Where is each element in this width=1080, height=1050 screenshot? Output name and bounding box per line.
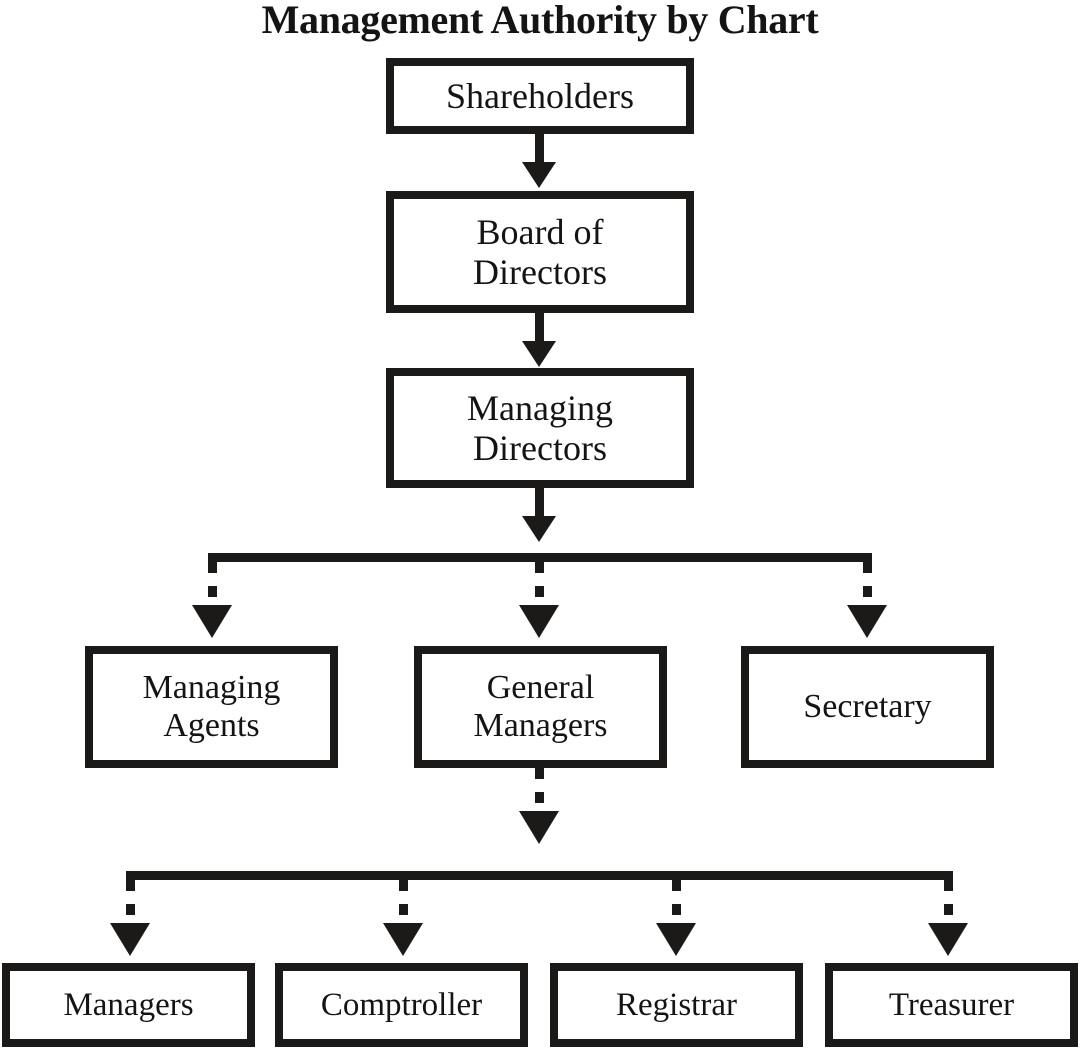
edge-bar-to-managers-dotted bbox=[126, 880, 135, 928]
node-treasurer[interactable]: Treasurer bbox=[825, 963, 1078, 1047]
edge-shareholders-to-board-line bbox=[535, 134, 544, 168]
node-registrar[interactable]: Registrar bbox=[550, 963, 803, 1047]
edge-bar-to-treasurer-dotted bbox=[944, 880, 953, 928]
distribution-bar-upper-left-cap bbox=[208, 553, 217, 567]
node-comptroller-label: Comptroller bbox=[320, 986, 483, 1023]
node-registrar-label: Registrar bbox=[616, 986, 737, 1023]
node-comptroller[interactable]: Comptroller bbox=[275, 963, 528, 1047]
node-managing-directors-label: Managing Directors bbox=[467, 387, 613, 468]
node-secretary-label: Secretary bbox=[803, 687, 932, 725]
node-treasurer-label: Treasurer bbox=[888, 986, 1015, 1023]
node-board-of-directors-label: Board of Directors bbox=[473, 211, 607, 292]
edge-bar-to-secretary-arrowhead bbox=[847, 605, 887, 638]
page-title: Management Authority by Chart bbox=[261, 0, 819, 42]
node-managing-agents[interactable]: Managing Agents bbox=[85, 646, 338, 768]
edge-bar-to-registrar-arrowhead bbox=[656, 923, 696, 956]
node-general-managers-label: General Managers bbox=[473, 668, 608, 744]
distribution-bar-upper-right-cap bbox=[863, 553, 872, 567]
edge-bar-to-treasurer-arrowhead bbox=[928, 923, 968, 956]
node-board-of-directors[interactable]: Board of Directors bbox=[386, 191, 694, 313]
edge-bar-to-managing-agents-arrowhead bbox=[192, 605, 232, 638]
edge-bar-to-general-managers-dotted bbox=[535, 562, 544, 610]
edge-shareholders-to-board-arrowhead bbox=[522, 162, 556, 188]
node-managing-agents-label: Managing Agents bbox=[142, 668, 281, 744]
node-managers-label: Managers bbox=[63, 986, 194, 1023]
edge-bar-to-general-managers-arrowhead bbox=[519, 605, 559, 638]
edge-managing-directors-to-bar-arrowhead bbox=[522, 516, 556, 542]
edge-managing-directors-to-bar-line bbox=[535, 488, 544, 522]
distribution-bar-lower-right-cap bbox=[944, 871, 953, 885]
distribution-bar-upper bbox=[208, 553, 872, 562]
node-shareholders-label: Shareholders bbox=[446, 75, 634, 116]
node-managers[interactable]: Managers bbox=[2, 963, 255, 1047]
edge-bar-to-secretary-dotted bbox=[863, 562, 872, 610]
edge-bar-to-managing-agents-dotted bbox=[208, 562, 217, 610]
edge-board-to-managing-directors-arrowhead bbox=[522, 341, 556, 367]
node-general-managers[interactable]: General Managers bbox=[414, 646, 667, 768]
edge-general-managers-to-bar-arrowhead bbox=[519, 811, 559, 844]
node-shareholders[interactable]: Shareholders bbox=[386, 58, 694, 134]
node-managing-directors[interactable]: Managing Directors bbox=[386, 368, 694, 488]
edge-general-managers-to-bar-dotted bbox=[535, 768, 544, 824]
edge-bar-to-comptroller-arrowhead bbox=[383, 923, 423, 956]
edge-board-to-managing-directors-line bbox=[535, 313, 544, 347]
edge-bar-to-comptroller-dotted bbox=[399, 880, 408, 928]
distribution-bar-lower-left-cap bbox=[126, 871, 135, 885]
edge-bar-to-registrar-dotted bbox=[672, 880, 681, 928]
distribution-bar-lower bbox=[126, 871, 953, 880]
edge-bar-to-managers-arrowhead bbox=[110, 923, 150, 956]
node-secretary[interactable]: Secretary bbox=[741, 646, 994, 768]
